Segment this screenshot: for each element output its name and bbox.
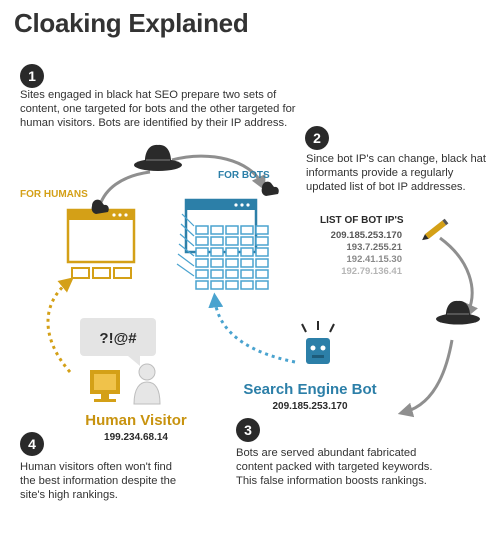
stack-edge-line — [178, 243, 195, 257]
content-block — [240, 269, 254, 279]
for-humans-label: FOR HUMANS — [20, 189, 88, 200]
stack-edge-line — [177, 253, 195, 267]
stack-edge-line — [181, 213, 195, 227]
step-2-text: Since bot IP's can change, black hat inf… — [306, 152, 496, 194]
step-2-line: Since bot IP's can change, black hat — [306, 153, 487, 165]
hat-to-humans-arc — [98, 170, 151, 206]
content-block — [195, 236, 209, 246]
step-4-line: Human visitors often won't find — [20, 461, 172, 473]
human-to-site-dotted-arrow — [46, 277, 74, 373]
bot-ip-2: 193.7.255.21 — [347, 242, 403, 253]
stack-edge-line — [176, 263, 195, 277]
content-block — [210, 280, 224, 290]
step-3-line: Bots are served abundant fabricated — [236, 447, 417, 459]
bot-ip-3: 192.41.15.30 — [347, 254, 402, 265]
content-block — [225, 258, 239, 268]
list-to-hat-arc — [439, 236, 478, 319]
step-2-badge: 2 — [305, 126, 329, 150]
step-1-text: Sites engaged in black hat SEO prepare t… — [20, 88, 320, 130]
step-2-line: updated list of bot IP addresses. — [306, 181, 466, 193]
step-2-line: informants provide a regularly — [306, 167, 454, 179]
step-1-line: human visitors. Bots are identified by t… — [20, 117, 288, 129]
content-block — [210, 269, 224, 279]
content-block — [225, 236, 239, 246]
step-4-line: the best information despite the — [20, 475, 177, 487]
content-block — [240, 258, 254, 268]
content-block — [195, 225, 209, 235]
content-block — [255, 258, 269, 268]
content-block — [225, 269, 239, 279]
step-1-line: content, one targeted for bots and the o… — [20, 103, 296, 115]
hat-to-bots-arc — [171, 154, 266, 191]
content-block — [195, 280, 209, 290]
content-block — [240, 225, 254, 235]
speech-bubble-text: ?!@# — [99, 330, 137, 347]
search-engine-bot-icon — [301, 321, 335, 364]
step-4-text: Human visitors often won't find the best… — [20, 460, 220, 502]
content-block — [240, 247, 254, 257]
black-hat-icon — [134, 144, 182, 171]
hat-to-bot-arc — [397, 339, 454, 418]
step-4-badge: 4 — [20, 432, 44, 456]
content-block — [210, 225, 224, 235]
stack-edge-line — [179, 233, 195, 247]
bot-content-grid — [176, 213, 269, 290]
step-3-badge: 3 — [236, 418, 260, 442]
human-visitor-icon — [90, 363, 161, 405]
content-block — [225, 280, 239, 290]
page-title: Cloaking Explained — [14, 8, 249, 38]
pencil-icon — [422, 218, 449, 241]
human-site-window-icon — [66, 208, 136, 279]
step-1-badge: 1 — [20, 64, 44, 88]
hand-icon — [261, 181, 279, 196]
for-bots-label: FOR BOTS — [218, 170, 270, 181]
step-1-line: Sites engaged in black hat SEO prepare t… — [20, 89, 277, 101]
content-block — [255, 280, 269, 290]
search-engine-bot-label: Search Engine Bot — [243, 381, 376, 398]
content-block — [225, 247, 239, 257]
human-visitor-label: Human Visitor — [85, 412, 187, 429]
bot-ip-list-title: LIST OF BOT IP'S — [320, 215, 404, 226]
content-block — [195, 269, 209, 279]
hand-icon — [91, 199, 109, 214]
content-block — [210, 258, 224, 268]
content-block — [255, 269, 269, 279]
black-hat-icon — [436, 300, 480, 325]
step-3-line: This false information boosts rankings. — [236, 475, 427, 487]
content-block — [255, 247, 269, 257]
step-3-text: Bots are served abundant fabricated cont… — [236, 446, 466, 488]
content-block — [210, 236, 224, 246]
content-block — [255, 225, 269, 235]
content-block — [255, 236, 269, 246]
content-block — [195, 247, 209, 257]
speech-bubble — [80, 318, 156, 366]
search-engine-bot-ip: 209.185.253.170 — [272, 401, 348, 412]
bot-ip-4: 192.79.136.41 — [341, 266, 402, 277]
content-block — [195, 258, 209, 268]
stack-edge-line — [180, 223, 195, 237]
bot-to-site-dotted-arrow — [208, 292, 296, 364]
content-block — [210, 247, 224, 257]
content-block — [240, 280, 254, 290]
content-block — [240, 236, 254, 246]
bot-ip-1: 209.185.253.170 — [331, 230, 402, 241]
content-block — [225, 225, 239, 235]
step-4-line: site's high rankings. — [20, 489, 118, 501]
human-visitor-ip: 199.234.68.14 — [104, 432, 168, 443]
step-3-line: content packed with targeted keywords. — [236, 461, 433, 473]
